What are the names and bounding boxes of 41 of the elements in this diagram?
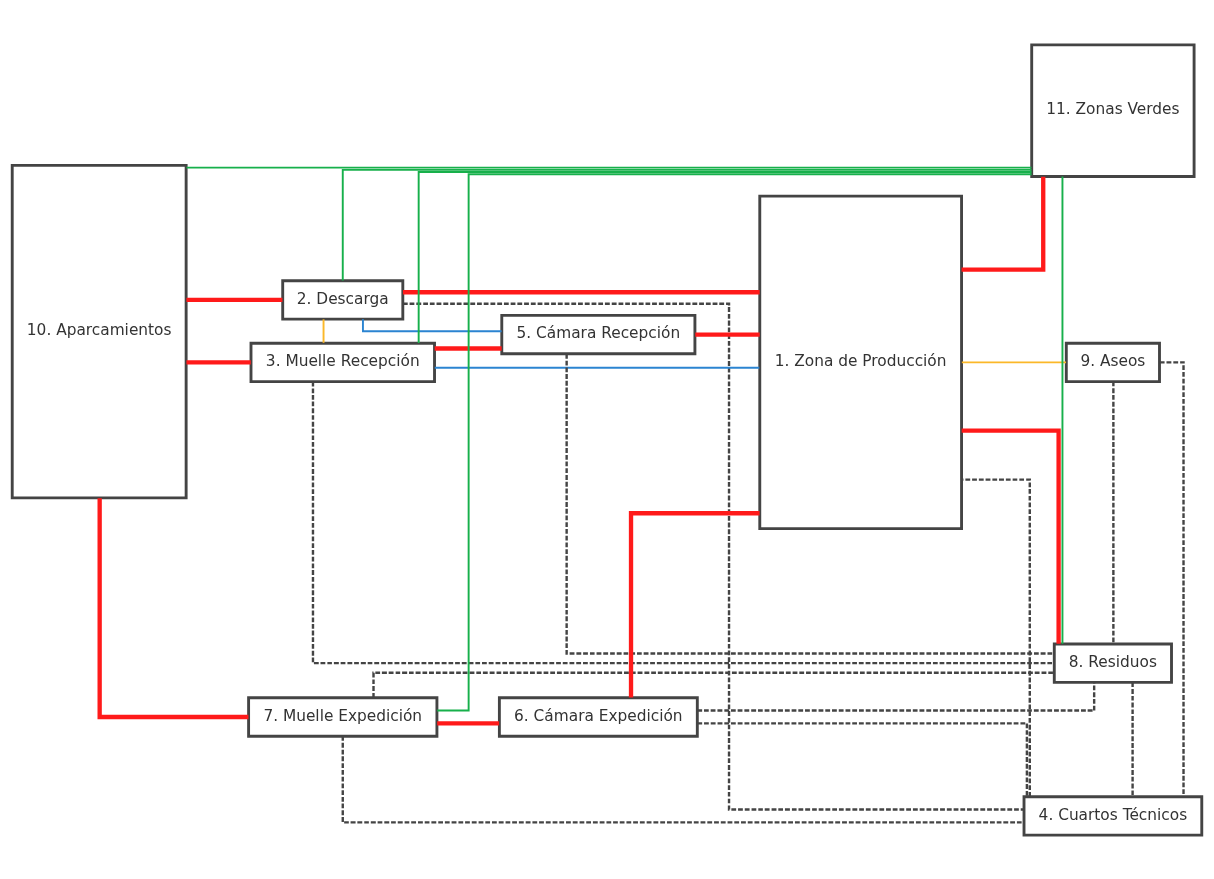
node-box: 5. Cámara Recepción xyxy=(500,313,697,355)
node-box: 6. Cámara Expedición xyxy=(497,695,699,738)
node-box: 3. Muelle Recepción xyxy=(249,341,436,383)
connector xyxy=(961,477,1031,797)
connector xyxy=(186,359,251,365)
node-box: 7. Muelle Expedición xyxy=(247,695,439,738)
connector xyxy=(97,497,249,719)
node-box: 4. Cuartos Técnicos xyxy=(1022,794,1204,837)
connector xyxy=(565,353,1055,655)
connector xyxy=(372,671,1055,698)
connector xyxy=(434,345,502,351)
connector xyxy=(437,720,500,726)
connector xyxy=(1112,381,1115,644)
node-box: 11. Zonas Verdes xyxy=(1030,42,1196,178)
connector xyxy=(1159,360,1185,796)
node-box: 10. Aparcamientos xyxy=(10,163,188,499)
connector xyxy=(341,735,1024,824)
connector xyxy=(1061,175,1064,645)
connector xyxy=(628,510,760,697)
connector xyxy=(417,170,1033,344)
connector xyxy=(186,297,283,302)
connector xyxy=(961,176,1046,272)
node-box: 8. Residuos xyxy=(1052,642,1173,684)
node-box: 2. Descarga xyxy=(281,278,405,321)
connector xyxy=(697,721,1029,796)
connector xyxy=(362,317,503,332)
connector xyxy=(436,172,1033,711)
connector xyxy=(311,381,1055,664)
connector xyxy=(695,331,760,337)
connector xyxy=(403,302,1024,811)
connector xyxy=(185,166,1033,169)
connector xyxy=(1131,682,1134,796)
connector xyxy=(402,289,760,294)
connector xyxy=(960,360,1067,363)
node-box: 1. Zona de Producción xyxy=(758,194,963,530)
connector xyxy=(322,317,325,344)
connector xyxy=(433,366,761,369)
connector xyxy=(341,168,1033,281)
connector xyxy=(697,681,1096,712)
connector xyxy=(961,427,1061,644)
node-box: 9. Aseos xyxy=(1064,341,1161,383)
